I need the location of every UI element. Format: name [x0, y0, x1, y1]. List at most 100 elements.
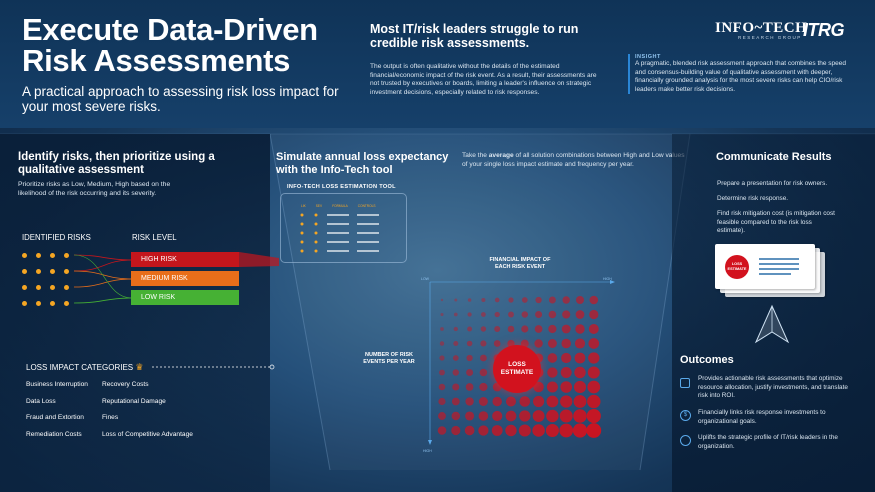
matrix-dot — [586, 408, 601, 424]
loss-categories-col1: Business Interruption Data Loss Fraud an… — [26, 381, 88, 438]
matrix-dot — [505, 410, 517, 422]
risk-dot — [22, 269, 27, 274]
matrix-dot — [492, 396, 502, 407]
matrix-dot — [534, 339, 543, 348]
matrix-dot — [438, 412, 446, 420]
matrix-dot — [575, 310, 585, 319]
matrix-dot — [574, 366, 586, 379]
low-risk-bar: LOW RISK — [131, 290, 239, 305]
matrix-dot — [546, 381, 558, 393]
identified-risks-label: IDENTIFIED RISKS — [22, 233, 91, 242]
matrix-dot — [574, 338, 586, 349]
matrix-dot — [545, 423, 559, 438]
matrix-dot — [548, 324, 557, 334]
matrix-dot — [481, 312, 486, 317]
matrix-dot — [547, 353, 558, 363]
matrix-dot — [467, 326, 473, 332]
insight-text: A pragmatic, blended risk assessment app… — [635, 60, 847, 93]
itrg-logo: ITRG — [803, 20, 845, 40]
page-title: Execute Data-Driven Risk Assessments — [22, 12, 318, 78]
matrix-dot — [519, 396, 531, 407]
doc-loss-badge: LOSS ESTIMATE — [725, 255, 749, 279]
matrix-dot — [478, 411, 489, 421]
matrix-dot — [534, 325, 543, 333]
matrix-dot — [466, 354, 473, 362]
matrix-dot — [518, 424, 531, 437]
matrix-dot — [466, 369, 474, 376]
matrix-dot — [562, 296, 570, 304]
matrix-dot — [560, 395, 573, 408]
matrix-dot — [572, 423, 588, 438]
risk-dot — [22, 285, 27, 290]
risk-dot — [22, 253, 27, 258]
matrix-dot — [548, 310, 557, 319]
matrix-dot — [562, 310, 571, 319]
tool-header: FORMULA — [332, 204, 348, 208]
risk-flow-lines — [74, 254, 133, 304]
matrix-dot — [561, 352, 572, 364]
simulate-text-pre: Take the — [462, 152, 489, 159]
matrix-dot — [479, 368, 488, 377]
matrix-dot — [589, 295, 599, 305]
matrix-dot — [586, 423, 602, 438]
risk-dot — [36, 269, 41, 274]
matrix-dot — [493, 340, 501, 347]
report-document: LOSS ESTIMATE — [715, 244, 815, 289]
risk-dot — [36, 301, 41, 306]
matrix-dot — [479, 354, 487, 362]
matrix-dot — [508, 297, 514, 303]
matrix-dot — [533, 395, 545, 408]
communicate-heading: Communicate Results — [716, 151, 832, 163]
simulate-heading: Simulate annual loss expectancy with the… — [276, 151, 449, 176]
matrix-dot — [546, 395, 559, 408]
matrix-dot — [494, 297, 500, 303]
loss-category: Fines — [102, 414, 119, 421]
matrix-dot — [466, 340, 473, 347]
matrix-dot — [491, 425, 503, 436]
matrix-dot — [559, 423, 574, 438]
growth-icon — [680, 435, 691, 446]
matrix-dot — [451, 425, 461, 436]
risk-dot — [64, 269, 69, 274]
matrix-dot — [440, 312, 444, 317]
loss-category: Business Interruption — [26, 381, 88, 388]
matrix-dot — [561, 338, 571, 349]
medium-risk-bar: MEDIUM RISK — [131, 271, 239, 286]
matrix-dot — [588, 324, 599, 334]
matrix-dot — [492, 410, 503, 422]
matrix-dot — [535, 310, 543, 319]
risk-dot — [64, 285, 69, 290]
matrix-dot — [440, 327, 444, 331]
communicate-item: Determine risk response. — [717, 195, 789, 202]
risk-dot — [36, 253, 41, 258]
risk-dot — [36, 285, 41, 290]
tool-rows — [300, 213, 379, 253]
matrix-dot — [547, 339, 557, 348]
matrix-dot — [478, 397, 488, 406]
matrix-dot — [480, 340, 487, 347]
matrix-dot — [575, 295, 585, 305]
risk-dot — [50, 253, 55, 258]
matrix-dot — [452, 383, 460, 391]
matrix-dot — [532, 424, 545, 437]
matrix-dot — [465, 383, 474, 391]
matrix-dot — [438, 397, 446, 406]
outcome-item: Financially links risk response investme… — [698, 409, 826, 425]
identify-panel — [0, 134, 270, 492]
identify-text: Prioritize risks as Low, Medium, High ba… — [18, 181, 171, 197]
intro-heading: Most IT/risk leaders struggle to run cre… — [370, 22, 579, 50]
events-per-year-label: NUMBER OF RISK EVENTS PER YEAR — [363, 352, 415, 365]
matrix-dot — [546, 409, 559, 423]
matrix-dot — [589, 309, 599, 320]
outcome-item: Uplifts the strategic profile of IT/risk… — [698, 434, 838, 450]
matrix-dot — [467, 312, 472, 317]
infotech-logo: INFO~TECH — [715, 20, 808, 36]
axis-low-label: LOW — [421, 277, 429, 281]
tool-title: INFO-TECH LOSS ESTIMATION TOOL — [287, 184, 396, 190]
tool-header: SEV — [315, 204, 323, 208]
risk-dot — [22, 301, 27, 306]
insight-label: INSIGHT — [635, 54, 661, 60]
matrix-dot — [548, 296, 556, 304]
matrix-dot — [453, 326, 458, 332]
insight-box: INSIGHT A pragmatic, blended risk assess… — [628, 54, 857, 94]
